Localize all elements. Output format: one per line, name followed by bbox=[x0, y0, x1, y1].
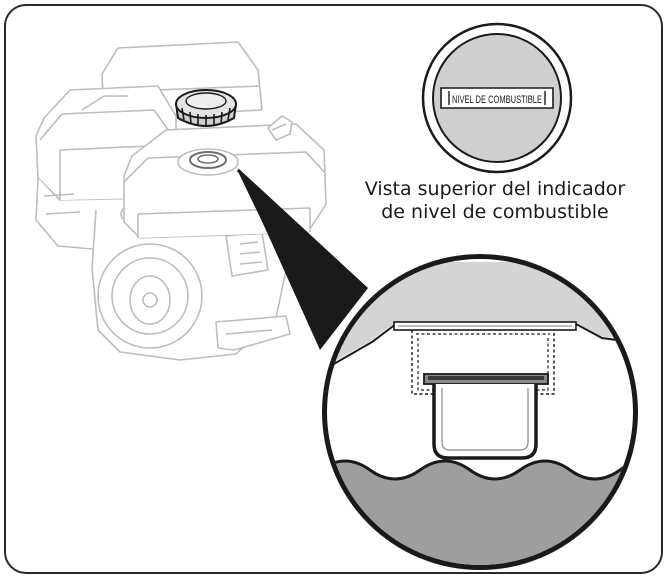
caption-line-2: de nivel de combustible bbox=[381, 201, 609, 223]
gauge-top-view: NIVEL DE COMBUSTIBLE bbox=[421, 22, 573, 174]
zoom-callout-connector bbox=[236, 168, 368, 350]
magnified-gauge-view bbox=[322, 254, 638, 570]
caption-line-1: Vista superior del indicador bbox=[364, 178, 626, 200]
gauge-label: NIVEL DE COMBUSTIBLE bbox=[452, 94, 542, 106]
engine-drawing bbox=[35, 41, 327, 361]
fuel-cap bbox=[174, 89, 238, 127]
gauge-caption: Vista superior del indicador de nivel de… bbox=[330, 178, 660, 224]
